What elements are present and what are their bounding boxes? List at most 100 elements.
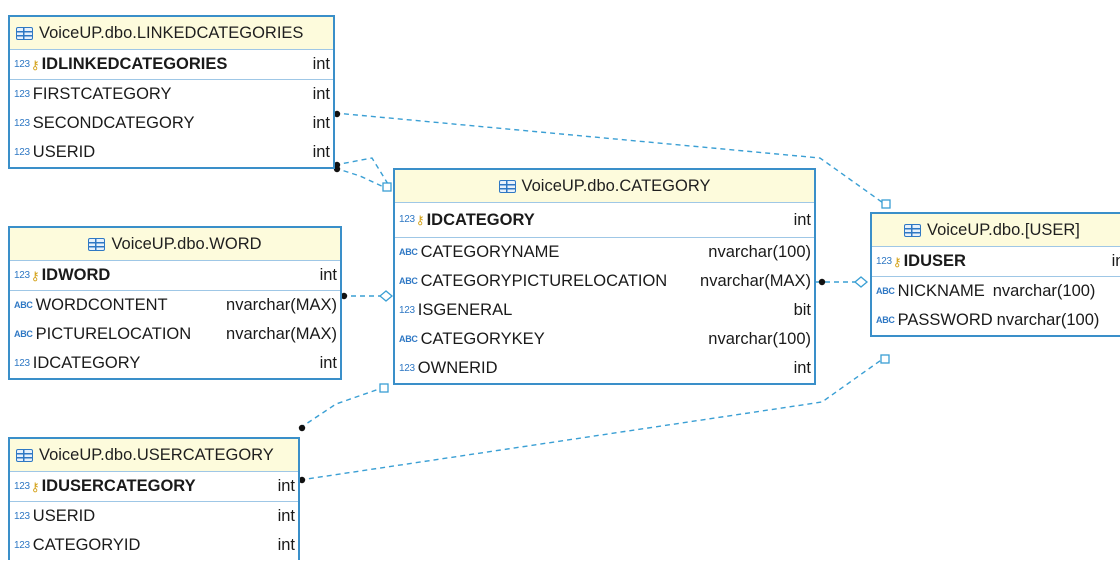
column-name: IDWORD [41, 266, 111, 284]
pk-end-diamond [378, 290, 394, 302]
numeric-type-icon: 123 [399, 214, 415, 225]
column-type: int [1111, 252, 1120, 270]
column-type: nvarchar(MAX) [226, 296, 337, 314]
column-name: CATEGORYNAME [420, 243, 560, 261]
numeric-type-icon: 123 [14, 357, 30, 369]
pk-end-square [379, 383, 389, 393]
entity-title: VoiceUP.dbo.LINKEDCATEGORIES [39, 23, 304, 42]
column-name: OWNERID [417, 359, 498, 377]
entity-header: VoiceUP.dbo.CATEGORY [395, 170, 814, 203]
entity-user[interactable]: VoiceUP.dbo.[USER] 123⚷IDUSER int ABCNIC… [870, 212, 1120, 337]
numeric-type-icon: 123 [14, 539, 30, 551]
table-icon [88, 237, 106, 251]
text-type-icon: ABC [399, 334, 418, 344]
column-type: nvarchar(100) [708, 330, 811, 348]
numeric-type-icon: 123 [399, 304, 415, 316]
column-type: int [793, 359, 811, 377]
column-row-pk[interactable]: 123⚷IDWORD int [10, 261, 340, 290]
entity-title: VoiceUP.dbo.[USER] [927, 220, 1080, 239]
column-name: CATEGORYKEY [420, 330, 545, 348]
pk-end-square [881, 199, 891, 209]
numeric-type-icon: 123 [399, 362, 415, 374]
entity-title: VoiceUP.dbo.USERCATEGORY [39, 445, 274, 464]
column-row-pk[interactable]: 123⚷IDCATEGORY int [395, 203, 814, 237]
column-type: int [312, 143, 330, 161]
text-type-icon: ABC [876, 315, 895, 325]
entity-title: VoiceUP.dbo.CATEGORY [521, 176, 711, 195]
entity-usercategory[interactable]: VoiceUP.dbo.USERCATEGORY 123⚷IDUSERCATEG… [8, 437, 300, 560]
column-name: USERID [32, 143, 96, 161]
column-name: USERID [32, 507, 96, 525]
table-icon [16, 26, 33, 40]
column-row-pk[interactable]: 123⚷IDUSER int [872, 247, 1120, 276]
entity-header: VoiceUP.dbo.LINKEDCATEGORIES [10, 17, 333, 50]
table-icon [904, 223, 921, 237]
column-type: int [312, 55, 330, 73]
column-name: CATEGORYPICTURELOCATION [420, 272, 668, 290]
text-type-icon: ABC [399, 276, 418, 286]
entity-header: VoiceUP.dbo.[USER] [872, 214, 1120, 247]
column-type: int [277, 536, 295, 554]
link-userid-category-b [334, 167, 387, 189]
column-type: int [793, 210, 811, 229]
numeric-type-icon: 123 [14, 269, 30, 281]
key-icon: ⚷ [30, 57, 40, 72]
column-type: nvarchar(MAX) [226, 325, 337, 343]
entity-category[interactable]: VoiceUP.dbo.CATEGORY 123⚷IDCATEGORY int … [393, 168, 816, 385]
column-name: ISGENERAL [417, 301, 513, 319]
key-icon: ⚷ [30, 268, 40, 283]
column-name: PASSWORD [897, 311, 993, 329]
column-name: CATEGORYID [32, 536, 141, 554]
column-name: WORDCONTENT [35, 296, 168, 314]
entity-linkedcategories[interactable]: VoiceUP.dbo.LINKEDCATEGORIES 123⚷IDLINKE… [8, 15, 335, 169]
text-type-icon: ABC [399, 247, 418, 257]
numeric-type-icon: 123 [14, 58, 30, 70]
entity-header: VoiceUP.dbo.WORD [10, 228, 340, 261]
key-icon: ⚷ [30, 479, 40, 494]
fk-end-dot [818, 278, 826, 286]
column-row-pk[interactable]: 123⚷IDLINKEDCATEGORIES int [10, 50, 333, 79]
table-icon [16, 448, 33, 462]
entity-title: VoiceUP.dbo.WORD [111, 234, 262, 253]
link-usercategory-category [299, 387, 383, 429]
column-type: int [312, 114, 330, 132]
column-name: IDCATEGORY [426, 210, 535, 229]
pk-end-square [382, 182, 392, 192]
column-type: nvarchar(100) [708, 243, 811, 261]
key-icon: ⚷ [415, 213, 425, 227]
pk-end-diamond [853, 276, 869, 288]
column-name: IDUSER [903, 252, 966, 270]
column-type: int [277, 477, 295, 495]
text-type-icon: ABC [876, 286, 895, 296]
pk-end-square [880, 354, 890, 364]
numeric-type-icon: 123 [14, 88, 30, 100]
column-row-pk[interactable]: 123⚷IDUSERCATEGORY int [10, 472, 298, 501]
column-name: IDLINKEDCATEGORIES [41, 55, 228, 73]
numeric-type-icon: 123 [14, 146, 30, 158]
column-type: nvarchar(MAX) [700, 272, 811, 290]
column-name: IDUSERCATEGORY [41, 477, 196, 495]
fk-end-dot [298, 424, 306, 432]
entity-header: VoiceUP.dbo.USERCATEGORY [10, 439, 298, 472]
numeric-type-icon: 123 [14, 117, 30, 129]
column-name: PICTURELOCATION [35, 325, 192, 343]
column-type: int [312, 85, 330, 103]
text-type-icon: ABC [14, 329, 33, 339]
